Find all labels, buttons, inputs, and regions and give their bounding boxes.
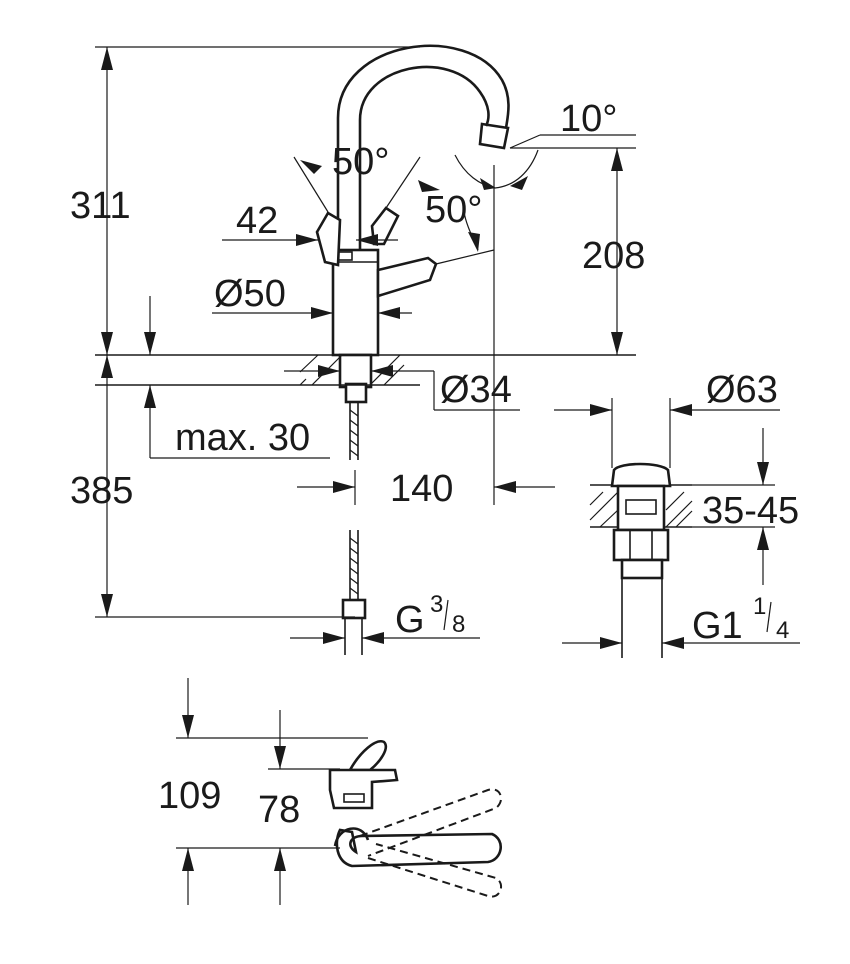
dim-top-depth-inner: 78 — [258, 789, 300, 831]
waste-hatching-right — [665, 491, 693, 528]
dim-thread-waste-num: 1 — [753, 593, 766, 620]
fixing-nut — [344, 382, 368, 404]
spout-inner — [358, 65, 490, 252]
mounting-shank — [338, 353, 373, 389]
faucet-body — [331, 248, 380, 357]
dim-angle-spout: 10° — [560, 98, 617, 140]
waste-assembly: Ø63 35-45 G1 1 4 — [554, 369, 800, 658]
dim-waste-range: 35-45 — [702, 490, 799, 532]
handle-left — [315, 211, 342, 267]
spout-top — [347, 740, 388, 772]
dim-body-diameter: Ø50 — [214, 273, 286, 315]
spout-tip — [478, 122, 510, 150]
dim-height-total: 311 — [70, 185, 131, 227]
waste-sleeve — [616, 484, 666, 532]
dim-hose-length: 385 — [70, 470, 133, 512]
dimensions-front: 311 385 max. 30 42 Ø50 Ø34 — [70, 46, 645, 644]
dim-height-spout: 208 — [582, 235, 645, 277]
faucet-front-view — [315, 44, 510, 655]
dim-thread-waste-den: 4 — [776, 617, 789, 644]
dim-angle-handle: 50° — [332, 141, 389, 183]
dim-reach: 140 — [390, 468, 453, 510]
dim-thread-hose-prefix: G — [395, 599, 425, 641]
dim-thread-hose-den: 8 — [452, 611, 465, 638]
handle-side — [376, 256, 438, 298]
dim-hole-diameter: Ø34 — [440, 369, 512, 411]
dim-thread-waste-prefix: G1 — [692, 605, 743, 647]
dim-waste-diameter: Ø63 — [706, 369, 778, 411]
faucet-top-view: 109 78 — [158, 678, 503, 905]
handle-top-rotated-up — [359, 788, 503, 857]
dim-thread-hose-num: 3 — [430, 591, 443, 618]
waste-cap — [610, 462, 672, 488]
dim-top-depth-outer: 109 — [158, 775, 221, 817]
waste-nut — [612, 528, 670, 562]
hose-connector — [341, 598, 367, 620]
dim-angle-handle-side: 50° — [425, 189, 482, 231]
handle-top-straight — [335, 828, 502, 868]
dim-handle-offset: 42 — [236, 200, 278, 242]
waste-hatching-left — [589, 491, 619, 528]
spout-outer — [336, 44, 510, 252]
body-top — [328, 768, 399, 810]
waste-tailpiece — [620, 558, 664, 580]
dim-max-thickness: max. 30 — [175, 417, 310, 459]
